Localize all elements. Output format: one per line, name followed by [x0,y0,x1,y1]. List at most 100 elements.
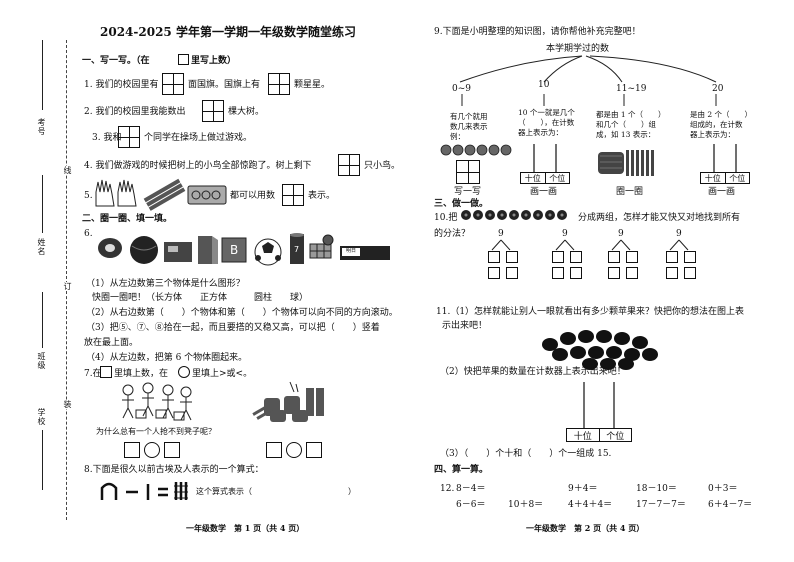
object-long-block [340,246,390,260]
apple [600,358,616,370]
q1-grid-box-1[interactable] [162,73,184,95]
split-number-2: 9 [562,229,568,239]
block-label: 明日 [346,248,357,254]
q4-text-a: 4. 我们做游戏的时候把树上的小鸟全部惊跑了。树上剩下 [84,161,312,171]
q6-number: 6. [84,229,93,239]
q7-compare-circle-2[interactable] [286,442,302,458]
svg-text:7: 7 [294,245,299,254]
split-box[interactable] [552,251,564,263]
apple [570,346,586,359]
apple [560,332,576,345]
calc-1[interactable]: 8－4＝ [456,484,486,494]
q5-text-c: 表示。 [308,191,336,201]
section1-heading-tail: 里写上数） [191,56,237,66]
calc-6[interactable]: 10＋8＝ [508,500,544,510]
node-desc-1-line-3: 器上表示为： [518,128,563,137]
apple [606,346,622,359]
split-box[interactable] [684,267,696,279]
q7-compare-circle-1[interactable] [144,442,160,458]
q4-text-b: 只小鸟。 [364,161,401,171]
q1-text-c: 颗星星。 [294,80,331,90]
q1-grid-box-2[interactable] [268,73,290,95]
sticks-bundle-picture [598,150,654,176]
q2-grid-box[interactable] [202,100,224,122]
section2-heading: 二、圈一圈、填一填。 [82,214,173,224]
q8-expression-blank: 这个算式表示（ ） [196,487,356,496]
tree-node-stems [461,94,717,106]
split-box[interactable] [626,251,638,263]
split-box[interactable] [684,251,696,263]
node-desc-1: 10 个一就是几个 （ ），在计数 器上表示为： [518,108,575,138]
left-page-footer: 一年级数学 第 1 页（共 4 页） [186,523,305,533]
apple [582,358,598,370]
calc-2[interactable]: 9＋4＝ [568,484,598,494]
q4-grid-box[interactable] [338,154,360,176]
split-box[interactable] [570,267,582,279]
ones-label: 个位 [544,173,570,183]
object-ball [130,236,158,264]
apple [542,338,558,351]
tree-root: 本学期学过的数 [546,44,610,54]
split-box[interactable] [666,251,678,263]
tens-label: 十位 [573,431,592,442]
apple [596,330,612,343]
object-rubik-cube [309,234,334,259]
q5-grid-box[interactable] [282,184,304,206]
q7-text-a: 7.在 [84,369,102,379]
name-line [42,175,43,233]
page-title: 2024-2025 学年第一学期一年级数学随堂练习 [100,25,356,39]
q2-text-b: 棵大树。 [228,107,265,117]
split-box[interactable] [506,251,518,263]
split-box[interactable] [626,267,638,279]
calc-9[interactable]: 6＋4－7＝ [708,500,753,510]
node-foot-1: 画一画 [530,187,558,197]
apple [578,330,594,343]
node-desc-0: 有几个就用 数几来表示 例： [450,112,488,142]
split-box[interactable] [570,251,582,263]
apple [588,346,604,359]
node-desc-2-line-2: 和几个（ ）组 [596,120,656,129]
q7-answer-box-2[interactable] [164,442,180,458]
object-soccer-ball [254,238,282,266]
svg-text:B: B [230,243,238,257]
calc-5[interactable]: 6－6＝ [456,500,486,510]
q8-egyptian-equation [100,482,188,500]
node-0-9-grid-box[interactable] [456,160,480,184]
split-number-4: 9 [676,229,682,239]
node-desc-3-line-2: 组成的，在计数 [690,120,743,129]
split-number-3: 9 [618,229,624,239]
object-can: 7 [290,233,304,264]
split-box[interactable] [666,267,678,279]
binding-mark-2: 订 [62,282,73,291]
split-box[interactable] [488,251,500,263]
node-desc-1-line-1: 10 个一就是几个 [518,108,575,117]
split-box[interactable] [608,251,620,263]
split-box[interactable] [488,267,500,279]
q5-pictures [95,178,227,211]
q9-text: 9.下面是小明整理的知识图，请你帮他补充完整吧！ [434,27,641,37]
section1-heading: 一、写一写。（在 [82,56,150,66]
q7-answer-box-3[interactable] [266,442,282,458]
section4-heading: 四、算一算。 [434,465,489,475]
binding-mark-3: 装 [62,400,73,409]
q7-answer-box-1[interactable] [124,442,140,458]
apple-counter-rods [583,382,615,428]
side-label-class: 班级 [37,352,46,370]
calc-8[interactable]: 17－7－7＝ [636,500,686,510]
node-desc-3-line-3: 器上表示为： [690,130,735,139]
split-box[interactable] [506,267,518,279]
q8-text: 8.下面是很久以前古埃及人表示的一个算式： [84,465,264,475]
calc-4[interactable]: 0＋3＝ [708,484,738,494]
q7-answer-box-4[interactable] [306,442,322,458]
calc-7[interactable]: 4＋4＋4＝ [568,500,613,510]
q6-part1-options: 快圈一圈吧！（长方体 正方体 圆柱 球） [92,293,309,303]
calc-3[interactable]: 18－10＝ [636,484,677,494]
object-tall-box [198,236,218,264]
counter-rods-20 [713,144,737,172]
q10-text-a: 10.把 [434,213,458,223]
split-box[interactable] [552,267,564,279]
split-box[interactable] [608,267,620,279]
class-line [42,292,43,348]
tree-node-10: 10 [538,80,550,90]
q3-grid-box[interactable] [118,126,140,148]
